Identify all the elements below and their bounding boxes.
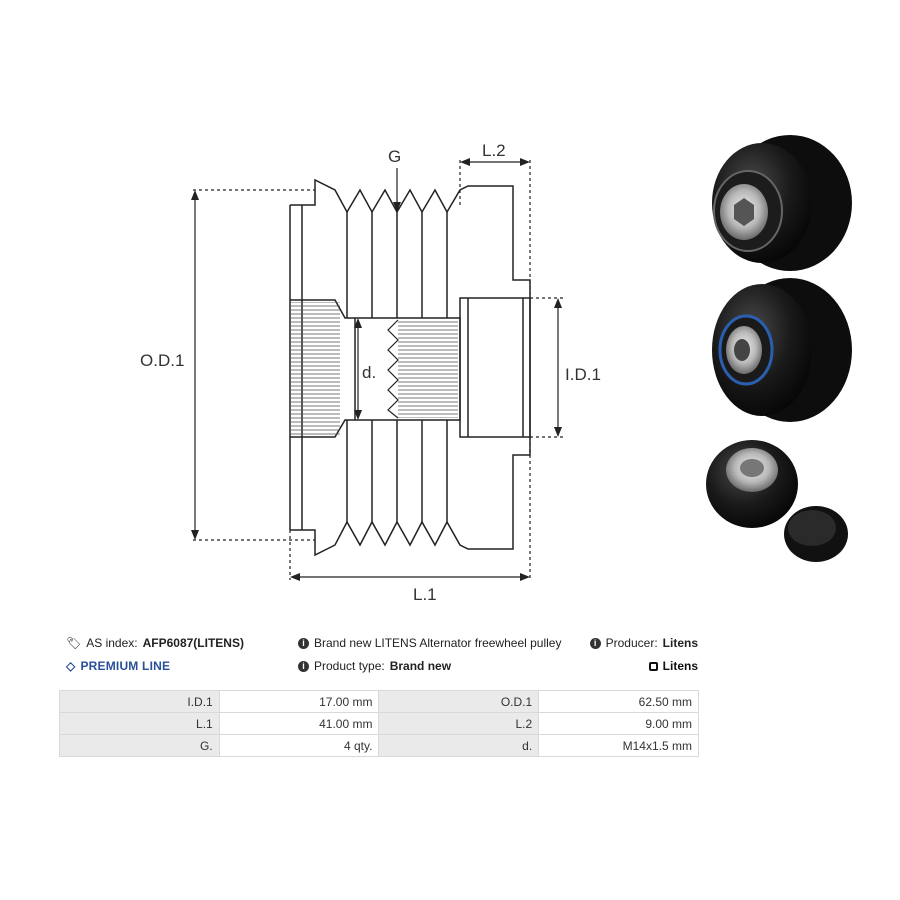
premium-line-label: PREMIUM LINE [80,659,171,673]
table-row: G. 4 qty. d. M14x1.5 mm [59,734,699,757]
spec-label: L.1 [59,712,220,735]
spec-label: O.D.1 [378,690,540,713]
as-index: 🏷︎ AS index: AFP6087(LITENS) [66,636,244,650]
thread-profile [387,319,399,419]
product-photo-bottom [706,440,848,562]
spec-value: 9.00 mm [538,712,699,735]
description: i Brand new LITENS Alternator freewheel … [298,636,561,650]
spec-label: G. [59,734,220,757]
producer: i Producer: Litens [589,636,698,650]
dimension-arrows [191,158,562,581]
label-g: G [388,147,401,166]
label-l2: L.2 [482,141,506,160]
product-type-label: Product type: [314,659,385,673]
litens-logo-mark-icon [648,661,658,671]
table-row: L.1 41.00 mm L.2 9.00 mm [59,712,699,735]
technical-drawing: G L.2 O.D.1 I.D.1 d. L.1 [140,135,852,604]
label-d: d. [362,363,376,382]
info-icon: i [298,637,309,649]
product-type-value: Brand new [389,659,452,673]
product-type: i Product type: Brand new [298,659,451,673]
description-text: Brand new LITENS Alternator freewheel pu… [314,636,562,650]
spec-value: 17.00 mm [218,690,380,713]
label-l1: L.1 [413,585,437,604]
spec-value: 4 qty. [218,734,380,757]
info-row-2: ◇ PREMIUM LINE i Product type: Brand new… [62,659,698,679]
product-photo-middle [712,278,852,422]
product-photo-top [712,135,852,271]
dimension-lines [193,160,565,580]
label-od1: O.D.1 [140,351,184,370]
litens-logo: Litens [648,659,698,673]
litens-logo-text: Litens [662,659,698,673]
spec-label: I.D.1 [59,690,220,713]
spec-label: L.2 [378,712,540,735]
table-row: I.D.1 17.00 mm O.D.1 62.50 mm [59,690,699,713]
as-index-label: AS index: [86,636,138,650]
spec-value: M14x1.5 mm [538,734,699,757]
info-icon: i [589,637,601,649]
spec-label: d. [378,734,540,757]
producer-label: Producer: [605,636,658,650]
spec-table: I.D.1 17.00 mm O.D.1 62.50 mm L.1 41.00 … [59,690,699,757]
premium-line: ◇ PREMIUM LINE [66,659,170,673]
tag-icon: 🏷︎ [66,636,82,650]
hatched-spline [290,302,340,435]
info-icon: i [298,660,309,672]
label-id1: I.D.1 [565,365,601,384]
spec-value: 62.50 mm [538,690,699,713]
thread-hatch [398,320,458,418]
spec-value: 41.00 mm [218,712,380,735]
pulley-section-outline [289,178,531,557]
info-row-1: 🏷︎ AS index: AFP6087(LITENS) i Brand new… [62,636,698,656]
diamond-icon: ◇ [66,659,76,673]
as-index-value: AFP6087(LITENS) [142,636,244,650]
producer-value: Litens [662,636,698,650]
